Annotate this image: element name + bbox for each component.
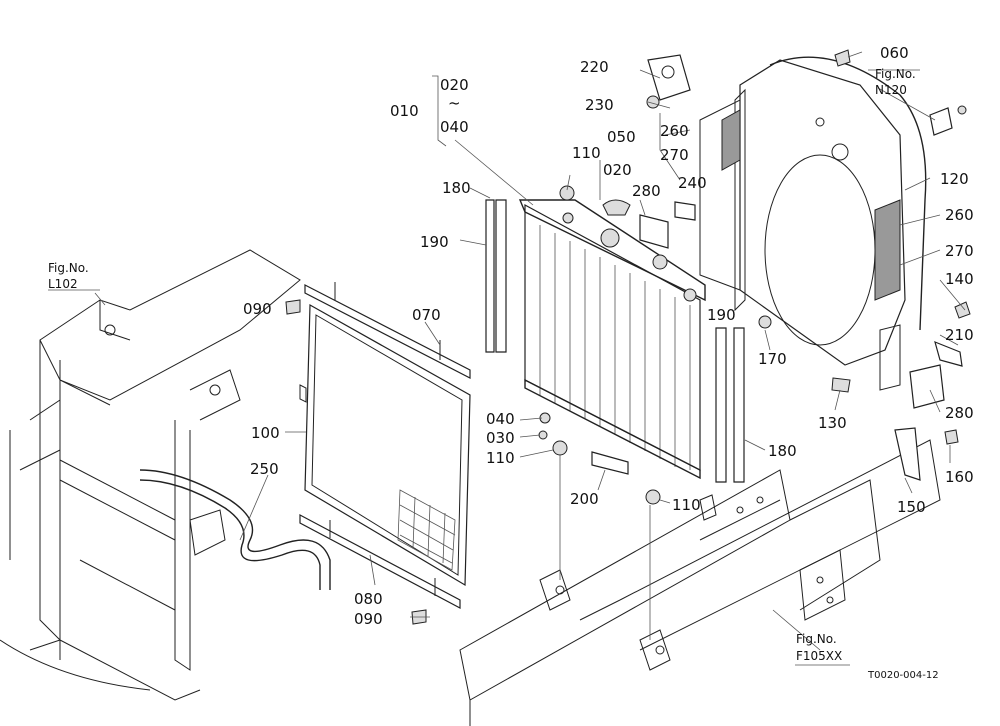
ref-f105-label: Fig.No.: [796, 632, 837, 646]
part-label-260-lower: 260: [945, 206, 974, 224]
part-labels: 010 020 ~ 040 060 220 230 260 050 270 11…: [243, 44, 974, 628]
part-label-020: 020: [603, 161, 632, 179]
ref-n120-code: N120: [875, 83, 907, 97]
part-label-120: 120: [940, 170, 969, 188]
small-parts-drawing: [285, 49, 971, 625]
part-label-130: 130: [818, 414, 847, 432]
part-label-010: 010: [390, 102, 419, 120]
drawing-code: T0020-004-12: [867, 670, 939, 681]
part-label-270-upper: 270: [660, 146, 689, 164]
ref-l102-code: L102: [48, 277, 78, 291]
part-label-110-top: 110: [572, 144, 601, 162]
part-label-030: 030: [486, 429, 515, 447]
part-label-080: 080: [354, 590, 383, 608]
part-label-070: 070: [412, 306, 441, 324]
part-label-160: 160: [945, 468, 974, 486]
screen-100-drawing: [299, 303, 471, 587]
seal-left-drawing: [485, 199, 507, 353]
part-label-060: 060: [880, 44, 909, 62]
part-label-020-range: 020: [440, 76, 469, 94]
part-label-100: 100: [251, 424, 280, 442]
part-label-140: 140: [945, 270, 974, 288]
part-label-280-lower: 280: [945, 404, 974, 422]
part-label-170: 170: [758, 350, 787, 368]
part-label-270-lower: 270: [945, 242, 974, 260]
part-label-240: 240: [678, 174, 707, 192]
part-label-280-upper: 280: [632, 182, 661, 200]
part-label-250: 250: [250, 460, 279, 478]
part-label-230: 230: [585, 96, 614, 114]
front-frame-drawing: [0, 249, 301, 701]
leader-lines: [48, 51, 966, 666]
hose-250-drawing: [139, 469, 331, 590]
part-label-260-upper: 260: [660, 122, 689, 140]
bracket-070-drawing: [304, 282, 471, 379]
part-label-090-upper: 090: [243, 300, 272, 318]
part-label-050: 050: [607, 128, 636, 146]
part-label-220: 220: [580, 58, 609, 76]
part-label-090-lower: 090: [354, 610, 383, 628]
seal-right-drawing: [715, 327, 745, 483]
range-tilde: ~: [448, 94, 461, 112]
part-label-180-right: 180: [768, 442, 797, 460]
part-label-180-left: 180: [442, 179, 471, 197]
part-label-040-range: 040: [440, 118, 469, 136]
part-label-190-right: 190: [707, 306, 736, 324]
part-label-190-left: 190: [420, 233, 449, 251]
ref-f105-code: F105XX: [796, 649, 842, 663]
bracket-080-drawing: [299, 514, 461, 609]
part-label-110-middle: 110: [486, 449, 515, 467]
part-label-040: 040: [486, 410, 515, 428]
part-label-150: 150: [897, 498, 926, 516]
figure-references: Fig.No. L102 Fig.No. N120 Fig.No. F105XX…: [48, 67, 939, 681]
part-label-200: 200: [570, 490, 599, 508]
ref-l102-label: Fig.No.: [48, 261, 89, 275]
part-label-110-bottom: 110: [672, 496, 701, 514]
fan-shroud-drawing: [699, 56, 927, 391]
part-label-210: 210: [945, 326, 974, 344]
bottom-frame-drawing: [459, 439, 941, 726]
ref-n120-label: Fig.No.: [875, 67, 916, 81]
radiator-drawing: [518, 199, 706, 480]
